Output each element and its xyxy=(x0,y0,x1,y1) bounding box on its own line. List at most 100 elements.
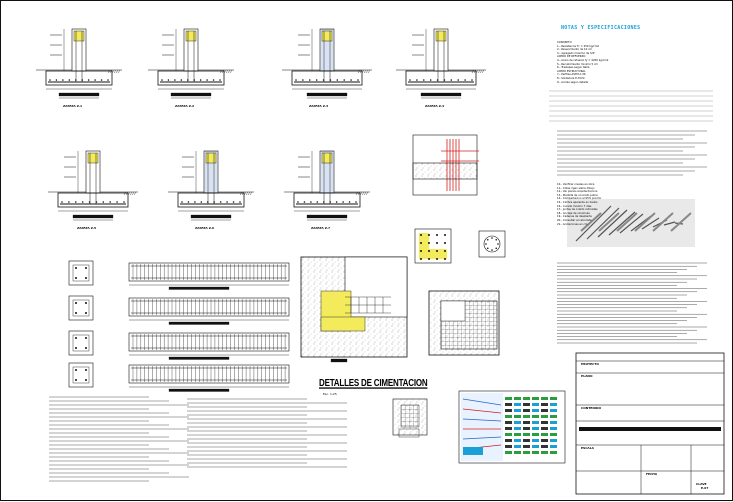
yellow-l xyxy=(419,233,429,259)
schedule-cell xyxy=(523,415,530,418)
note-line: 7.- Perfiles ASTM A-36 xyxy=(557,73,586,77)
note-line: 8.- Soldadura E-70XX xyxy=(557,76,585,80)
column-cap xyxy=(185,30,197,42)
ground-hatch xyxy=(239,191,243,196)
column-cap xyxy=(87,152,99,164)
rebar-dot xyxy=(357,79,359,81)
note-line: 18.- Anclaje de columnas xyxy=(557,211,590,215)
beam-elevation xyxy=(128,262,290,282)
caption-bar xyxy=(420,92,462,97)
note-line: 2.- Revenimiento de 10 cm xyxy=(557,48,593,52)
rebar-dot xyxy=(497,243,499,245)
ground-hatch xyxy=(221,69,225,74)
zapata-caption: ZAPATA Z-3 xyxy=(309,104,329,108)
footing xyxy=(293,192,361,208)
rebar-dot xyxy=(49,79,51,81)
rebar-3d xyxy=(586,207,620,240)
ground-hatch xyxy=(127,191,131,196)
rebar-dot xyxy=(303,201,306,203)
rebar-dot xyxy=(420,234,422,236)
schedule-cell xyxy=(523,403,530,406)
rebar-dot xyxy=(350,79,352,81)
schedule-cell xyxy=(523,397,530,400)
rebar-3d-thick xyxy=(580,212,602,232)
zapata-caption: ZAPATA Z-6 xyxy=(195,226,215,230)
note-line: 6.- Traslapes segun tabla xyxy=(557,66,590,70)
caption-bar xyxy=(72,214,114,219)
small-label-box xyxy=(398,428,420,438)
ground-hatch xyxy=(131,191,135,196)
rebar-dot xyxy=(61,201,63,203)
beam-bar xyxy=(75,369,77,371)
caption-bar xyxy=(306,214,348,219)
note-line: 17.- Juntas de colado indicadas xyxy=(557,208,598,212)
rebar-3d xyxy=(641,217,660,230)
rebar-dot xyxy=(495,247,498,250)
beam-elevation xyxy=(128,364,290,384)
rebar-dot xyxy=(81,201,84,203)
ground-hatch xyxy=(357,69,361,74)
schedule-cell xyxy=(514,403,521,406)
beam-bar xyxy=(85,347,87,349)
note-line: 20.- Consultar al calculista xyxy=(557,218,592,222)
schedule-cell xyxy=(523,433,530,436)
schedule-cell xyxy=(514,439,521,442)
beam-bar xyxy=(85,267,87,269)
rebar-dot xyxy=(491,237,493,239)
schedule-cell xyxy=(550,403,557,406)
schedule-cell xyxy=(550,415,557,418)
rebar-dot xyxy=(316,201,319,203)
rebar-dot xyxy=(200,201,203,203)
ground-hatch xyxy=(247,191,251,196)
schedule-cell xyxy=(505,451,512,454)
zapata-caption: ZAPATA Z-1 xyxy=(63,104,83,108)
rebar-dot xyxy=(457,79,460,81)
beam-caption xyxy=(168,356,230,360)
schedule-cell xyxy=(550,439,557,442)
beam-elevation xyxy=(128,297,290,317)
schedule-cell xyxy=(532,409,539,412)
note-line: 10.- Verificar niveles en obra xyxy=(557,183,595,186)
beam-caption xyxy=(168,321,230,325)
schedule-cell xyxy=(541,427,548,430)
rebar-dot xyxy=(422,79,425,81)
beam-bar xyxy=(85,379,87,381)
rebar-dot xyxy=(315,79,318,81)
schedule-cell xyxy=(514,409,521,412)
beam-bar xyxy=(75,277,77,279)
schedule-cell xyxy=(505,403,512,406)
schedule-curve xyxy=(462,398,502,406)
ground-hatch xyxy=(243,191,247,196)
title-block xyxy=(575,352,725,495)
mesh-void xyxy=(440,300,466,322)
rebar-3d-thick xyxy=(652,212,674,232)
rebar-dot xyxy=(232,201,235,203)
rebar-dot xyxy=(199,79,202,81)
ground-hatch xyxy=(107,69,111,74)
column-cap xyxy=(321,152,333,164)
ground-hatch xyxy=(115,69,119,74)
beam-bar xyxy=(85,369,87,371)
rebar-dot xyxy=(428,250,430,252)
rebar-dot xyxy=(335,201,338,203)
ground-hatch xyxy=(129,191,133,196)
rebar-dot xyxy=(416,79,418,81)
schedule-cell xyxy=(550,445,557,448)
square-detail xyxy=(414,228,452,264)
rebar-dot xyxy=(100,79,103,81)
beam-section xyxy=(68,330,94,356)
schedule-cell xyxy=(505,439,512,442)
rebar-dot xyxy=(436,234,438,236)
schedule-cell xyxy=(514,397,521,400)
beam-caption xyxy=(168,388,230,392)
beam-bar xyxy=(75,267,77,269)
rebar-dot xyxy=(212,79,215,81)
schedule-cell xyxy=(514,451,521,454)
beam-section xyxy=(68,295,94,321)
rebar-3d-render xyxy=(567,199,695,247)
rebar-3d xyxy=(575,205,612,242)
schedule-cell xyxy=(532,397,539,400)
title-block-label: CLAVE xyxy=(696,482,707,486)
schedule-cell xyxy=(541,409,548,412)
